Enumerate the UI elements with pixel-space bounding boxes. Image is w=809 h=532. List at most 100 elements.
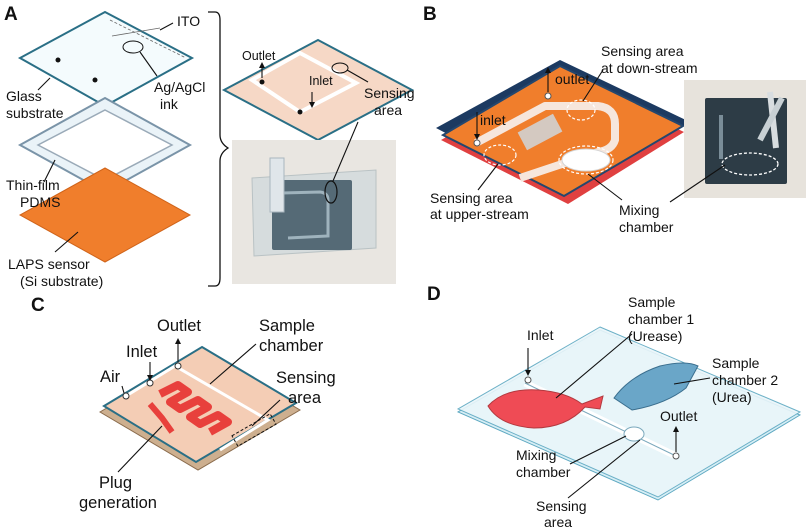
b-upper-label-1: Sensing area (430, 190, 513, 206)
assembled-inlet-label: Inlet (309, 74, 333, 88)
photo-a (232, 121, 396, 284)
c-plug-label-1: Plug (99, 474, 132, 492)
c-outlet-arrowhead (175, 338, 181, 344)
b-mixing-label-1: Mixing (619, 202, 659, 218)
c-air-hole (122, 392, 130, 400)
b-mixing-chamber (561, 148, 611, 172)
ito-leader (159, 22, 174, 31)
glass-leader (37, 77, 51, 91)
photo-a-chip (272, 180, 352, 250)
photo-a-tube (269, 157, 285, 213)
pdms-label-1: Thin-film (6, 177, 60, 193)
assembled-sensing-spot (331, 62, 349, 74)
assembled-outlet-label: Outlet (242, 49, 276, 63)
laps-leader (54, 231, 79, 253)
d-sensing-leader (567, 439, 641, 499)
ito-track (111, 27, 161, 37)
assembled-sensing-label-1: Sensing (364, 85, 415, 101)
laps-label-1: LAPS sensor (8, 256, 90, 272)
b-upper-leader (477, 163, 499, 191)
c-air-arrow (121, 385, 125, 394)
b-orange-layer (440, 64, 686, 198)
d-chamber1-label-2: chamber 1 (628, 311, 694, 327)
assembled-channel (248, 50, 361, 115)
photo-a-sensing-ellipse (324, 180, 338, 204)
d-chamber2-leader (673, 377, 711, 385)
c-outlet-label: Outlet (157, 317, 201, 335)
c-sample-leader (209, 343, 257, 385)
panel-b-letter: B (423, 4, 437, 25)
assembled-sensing-label-2: area (374, 102, 402, 118)
d-chamber1-label-1: Sample (628, 294, 676, 310)
d-mixing-label-1: Mixing (516, 447, 556, 463)
c-sensing-label-2: area (288, 389, 322, 407)
d-mixing-chamber (623, 426, 645, 442)
glass-label-2: substrate (6, 105, 64, 121)
photo-b-tube-2 (757, 96, 785, 142)
c-sensing-box (231, 413, 277, 447)
c-inlet-arrowhead (147, 375, 153, 381)
panel-d-letter: D (427, 284, 441, 305)
panel-a: A ITO Ag/AgCl ink Glass substrate Thin-f… (4, 4, 415, 289)
photo-b-mixing-ellipse (721, 152, 779, 176)
d-inlet-label: Inlet (527, 327, 554, 343)
d-sensing-label-2: area (544, 514, 572, 530)
b-outlet-hole (544, 92, 552, 100)
d-outlet-label: Outlet (660, 408, 697, 424)
photo-b-channel (719, 115, 723, 159)
d-chamber1-label-3: (Urease) (628, 328, 682, 344)
b-down-label-2: at down-stream (601, 60, 697, 76)
d-outlet-hole (672, 452, 680, 460)
pdms-label-2: PDMS (20, 194, 60, 210)
c-inlet-label: Inlet (126, 343, 158, 361)
glass-hole-2 (92, 77, 98, 83)
b-mixing-leader (587, 173, 623, 201)
d-chamber2-label-1: Sample (712, 355, 760, 371)
photo-b-mixing-leader (669, 164, 726, 203)
b-upper-label-2: at upper-stream (430, 206, 529, 222)
c-sensing-leader (251, 399, 281, 427)
c-sample-chamber (158, 381, 232, 436)
b-mixing-label-2: chamber (619, 219, 674, 235)
c-air-label: Air (100, 368, 121, 386)
panel-c: C Outlet Inlet Air Sample chamber Sensin… (31, 295, 336, 512)
b-channel-electrode (517, 113, 563, 151)
ito-dashed-line (109, 19, 187, 59)
c-sample-label-2: chamber (259, 337, 324, 355)
c-outlet-hole (174, 362, 182, 370)
b-mixing-dashed (558, 145, 614, 175)
b-inlet-arrowhead (474, 134, 480, 140)
agagcl-label-2: ink (160, 96, 179, 112)
c-plug-label-2: generation (79, 494, 157, 512)
photo-a-sensing-leader (332, 121, 359, 182)
b-outlet-label: outlet (555, 71, 589, 87)
agagcl-label-1: Ag/AgCl (154, 79, 205, 95)
b-inlet-hole (473, 139, 481, 147)
assembled-inlet-arrowhead (309, 102, 315, 108)
glass-label-1: Glass (6, 88, 42, 104)
b-down-label-1: Sensing area (601, 43, 684, 59)
b-upper-sensing-dashed (483, 144, 517, 166)
d-chamber2-label-3: (Urea) (712, 389, 752, 405)
agagcl-ink-spot (122, 40, 144, 54)
panel-c-letter: C (31, 295, 45, 316)
assembled-outlet-arrowhead (259, 62, 265, 68)
b-down-leader (582, 69, 604, 102)
d-mixing-leader (569, 435, 627, 465)
c-sensing-label-1: Sensing (276, 369, 336, 387)
assembled-sensing-leader (346, 69, 369, 83)
laps-label-2: (Si substrate) (20, 273, 103, 289)
c-sample-label-1: Sample (259, 317, 315, 335)
d-mixing-label-2: chamber (516, 464, 571, 480)
b-channel (474, 102, 619, 182)
b-inlet-label: inlet (480, 112, 506, 128)
agagcl-leader (139, 51, 158, 77)
panel-a-letter: A (4, 4, 18, 25)
d-chamber-1 (487, 389, 604, 429)
d-chamber2-label-2: chamber 2 (712, 372, 778, 388)
d-outlet-arrowhead (673, 426, 679, 432)
d-inlet-hole (524, 376, 532, 384)
d-top-plate (456, 326, 802, 498)
